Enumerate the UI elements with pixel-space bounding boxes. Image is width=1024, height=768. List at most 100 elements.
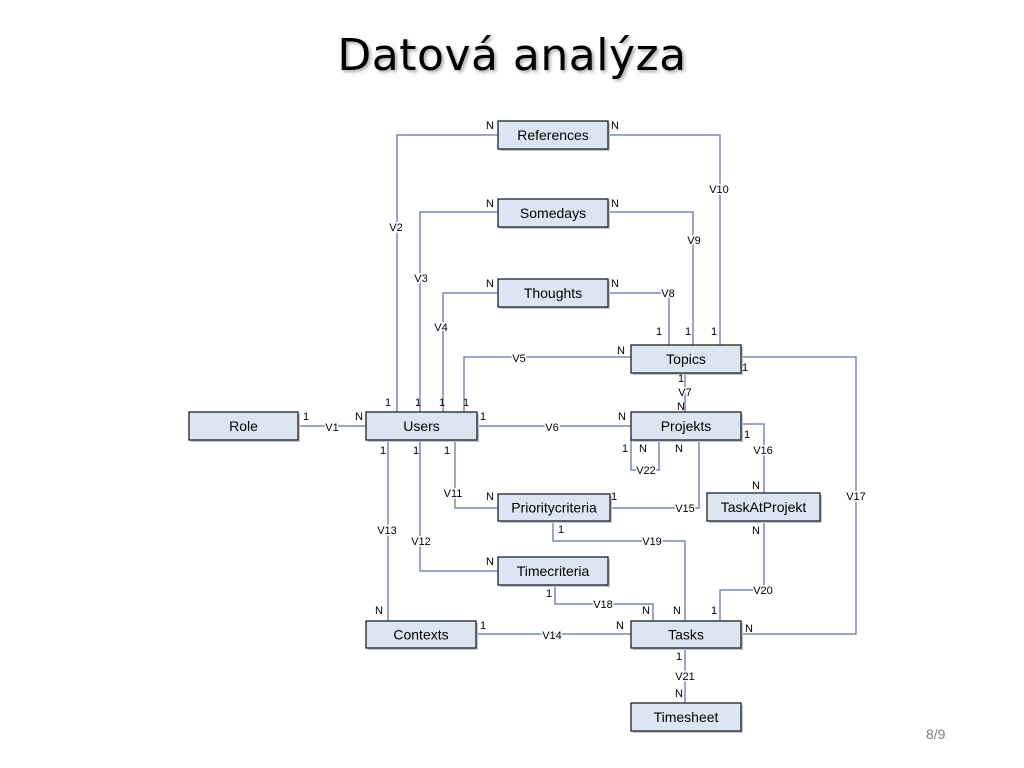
cardinality-one-28: 1 xyxy=(444,445,450,457)
relationship-label-v18: V18 xyxy=(593,599,613,611)
entity-label-contexts: Contexts xyxy=(393,627,448,643)
cardinality-many-29: N xyxy=(486,491,494,503)
entity-timesheet: Timesheet xyxy=(630,702,743,733)
cardinality-one-27: 1 xyxy=(413,445,419,457)
line-v15 xyxy=(610,440,700,509)
cardinality-many-42: N xyxy=(745,623,753,635)
cardinality-one-20: 1 xyxy=(480,411,486,423)
cardinality-one-35: 1 xyxy=(546,588,552,600)
entity-label-references: References xyxy=(517,127,589,143)
entity-label-timesheet: Timesheet xyxy=(654,709,719,725)
entity-tasks: Tasks xyxy=(630,620,743,650)
cardinality-one-43: 1 xyxy=(676,651,682,663)
cardinality-one-16: 1 xyxy=(385,397,391,409)
relationship-label-v10: V10 xyxy=(709,184,729,196)
entity-label-thoughts: Thoughts xyxy=(524,285,582,301)
relationship-label-v7: V7 xyxy=(678,387,691,399)
relationship-label-v17: V17 xyxy=(846,491,866,503)
entity-users: Users xyxy=(365,411,479,442)
cardinality-many-4: N xyxy=(611,198,619,210)
relationship-label-v21: V21 xyxy=(675,671,695,683)
cardinality-one-12: 1 xyxy=(678,373,684,385)
cardinality-one-23: 1 xyxy=(622,443,628,455)
entity-role: Role xyxy=(188,411,300,442)
cardinality-many-25: N xyxy=(675,443,683,455)
cardinality-many-5: N xyxy=(486,278,494,290)
cardinality-many-6: N xyxy=(611,278,619,290)
cardinality-many-32: N xyxy=(752,525,760,537)
line-v3 xyxy=(419,211,498,412)
entity-timecriteria: Timecriteria xyxy=(497,556,610,587)
relationship-label-v2: V2 xyxy=(389,222,402,234)
line-v2 xyxy=(396,134,498,412)
cardinality-one-8: 1 xyxy=(685,326,691,338)
relationship-label-v6: V6 xyxy=(545,422,558,434)
cardinality-one-30: 1 xyxy=(611,491,617,503)
line-v17 xyxy=(741,356,857,635)
slide-title: Datová analýza xyxy=(337,30,687,81)
line-v16 xyxy=(741,423,765,493)
entity-label-projekts: Projekts xyxy=(661,418,712,434)
relationship-label-v14: V14 xyxy=(542,630,562,642)
cardinality-one-33: 1 xyxy=(558,524,564,536)
entity-label-taskatprojekt: TaskAtProjekt xyxy=(721,499,807,515)
cardinality-one-14: 1 xyxy=(303,411,309,423)
cardinality-many-24: N xyxy=(639,443,647,455)
line-v4 xyxy=(442,292,498,412)
cardinality-one-7: 1 xyxy=(656,326,662,338)
cardinality-one-17: 1 xyxy=(415,397,421,409)
entity-label-prioritycriteria: Prioritycriteria xyxy=(511,500,597,516)
entity-thoughts: Thoughts xyxy=(497,278,610,309)
cardinality-many-13: N xyxy=(677,401,685,413)
cardinality-many-44: N xyxy=(675,688,683,700)
line-v9 xyxy=(608,211,694,345)
relationship-label-v13: V13 xyxy=(377,525,397,537)
cardinality-one-9: 1 xyxy=(711,326,717,338)
cardinality-many-2: N xyxy=(611,120,619,132)
relationship-label-v20: V20 xyxy=(753,585,773,597)
relationship-label-v22: V22 xyxy=(636,465,656,477)
line-v11 xyxy=(454,440,498,509)
cardinality-many-3: N xyxy=(486,198,494,210)
cardinality-many-21: N xyxy=(618,411,626,423)
cardinality-one-40: 1 xyxy=(480,620,486,632)
line-v22 xyxy=(630,440,660,471)
entity-prioritycriteria: Prioritycriteria xyxy=(497,493,612,523)
entity-label-users: Users xyxy=(403,418,440,434)
entity-label-role: Role xyxy=(229,418,258,434)
entity-projekts: Projekts xyxy=(630,411,743,442)
line-v18 xyxy=(554,585,654,621)
cardinality-many-15: N xyxy=(355,411,363,423)
cardinality-many-39: N xyxy=(375,605,383,617)
relationship-label-v8: V8 xyxy=(661,288,674,300)
line-v20 xyxy=(719,521,765,621)
relationship-label-v15: V15 xyxy=(675,503,695,515)
entity-somedays: Somedays xyxy=(497,198,610,229)
line-v8 xyxy=(608,292,670,345)
relationship-label-v19: V19 xyxy=(642,536,662,548)
relationship-label-v4: V4 xyxy=(434,322,447,334)
line-v12 xyxy=(419,440,498,572)
cardinality-one-11: 1 xyxy=(742,362,748,374)
entity-references: References xyxy=(497,120,610,151)
entity-label-timecriteria: Timecriteria xyxy=(517,563,590,579)
relationship-label-v1: V1 xyxy=(325,422,338,434)
relationship-label-v3: V3 xyxy=(414,273,427,285)
cardinality-many-37: N xyxy=(673,605,681,617)
line-v19 xyxy=(552,521,686,621)
relationship-label-v5: V5 xyxy=(512,353,525,365)
entity-topics: Topics xyxy=(630,344,743,375)
cardinality-one-38: 1 xyxy=(711,605,717,617)
relationship-label-v16: V16 xyxy=(753,445,773,457)
entity-label-topics: Topics xyxy=(666,351,706,367)
entity-label-tasks: Tasks xyxy=(668,627,704,643)
relationship-label-v9: V9 xyxy=(687,235,700,247)
entity-contexts: Contexts xyxy=(365,620,478,650)
entity-label-somedays: Somedays xyxy=(520,205,586,221)
cardinality-one-26: 1 xyxy=(380,445,386,457)
page-number: 8/9 xyxy=(926,726,946,742)
cardinality-many-31: N xyxy=(752,480,760,492)
